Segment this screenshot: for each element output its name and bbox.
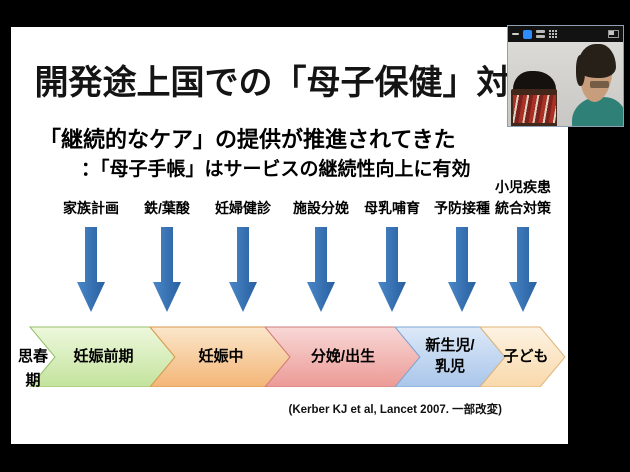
speaker-view-icon[interactable]: [536, 30, 545, 39]
cushion: [512, 70, 557, 94]
stage-label: 子ども: [503, 348, 549, 365]
exit-minimized-video-icon[interactable]: [608, 30, 619, 38]
intervention-label: 家族計画: [63, 200, 119, 216]
down-arrow: [229, 227, 257, 312]
intervention-label: 妊婦健診: [215, 200, 271, 216]
down-arrow: [448, 227, 476, 312]
gallery-view-icon[interactable]: [549, 29, 558, 39]
glasses: [589, 81, 610, 89]
intervention-label: 施設分娩: [293, 200, 349, 216]
down-arrow: [77, 227, 105, 312]
stage-label: 妊娠中: [198, 348, 244, 365]
intervention-label: 予防接種: [434, 200, 490, 216]
participant-video: [508, 42, 623, 126]
down-arrow: [307, 227, 335, 312]
video-window-toolbar: [508, 26, 623, 42]
stage-label: 新生児/乳児: [425, 337, 475, 375]
intervention-label: 鉄/葉酸: [144, 200, 190, 216]
self-view-window[interactable]: [507, 25, 624, 127]
minimal-view-icon[interactable]: [523, 29, 532, 39]
slide-title: 開発途上国での「母子保健」対策: [34, 64, 545, 102]
down-arrow: [153, 227, 181, 312]
continuum-of-care-diagram: [28, 227, 566, 387]
minimize-icon[interactable]: [512, 33, 519, 35]
slide-subtitle-line1: 「継続的なケア」の提供が推進されてきた: [39, 127, 456, 152]
intervention-label: 小児疾患統合対策: [495, 179, 551, 216]
stage-label-adolescence: 思春期: [17, 348, 48, 389]
citation: (Kerber KJ et al, Lancet 2007. 一部改変): [288, 404, 502, 416]
presentation-slide: 開発途上国での「母子保健」対策 「継続的なケア」の提供が推進されてきた ：「母子…: [11, 27, 568, 444]
person-shirt: [572, 97, 623, 126]
stage-label: 分娩/出生: [310, 348, 376, 365]
person-hair: [575, 55, 586, 86]
down-arrow: [509, 227, 537, 312]
down-arrow: [378, 227, 406, 312]
slide-subtitle-line2: ：「母子手帳」はサービスの継続性向上に有効: [81, 159, 471, 180]
stage-chevron: [478, 326, 566, 387]
intervention-label: 母乳哺育: [364, 200, 420, 216]
patterned-textile: [513, 94, 556, 124]
stage-label: 妊娠前期: [73, 348, 134, 365]
